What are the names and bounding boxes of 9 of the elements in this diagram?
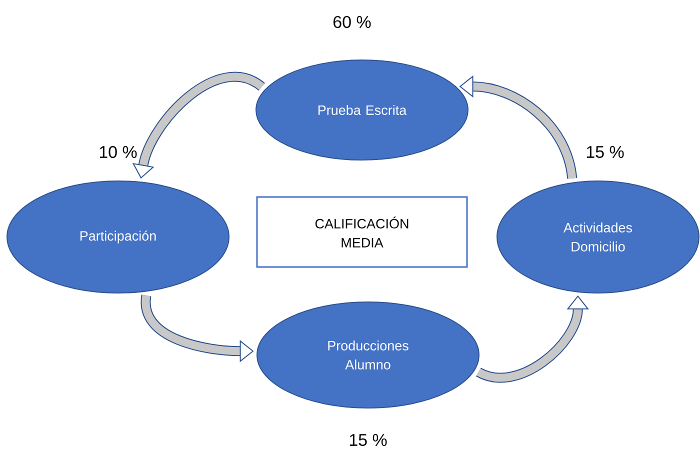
label-box: CALIFICACIÓN MEDIA [256, 196, 468, 268]
percent-label: 60 % [334, 16, 371, 28]
ellipse-node: Participación [6, 180, 230, 294]
ellipse-node: Producciones Alumno [256, 302, 480, 408]
ellipse-node: Prueba Escrita [256, 60, 468, 160]
percent-label: 15 % [350, 434, 387, 446]
percent-label: 10 % [100, 146, 137, 158]
percent-label: 15 % [586, 146, 624, 158]
ellipse-node: Actividades Domicilio [496, 180, 700, 294]
